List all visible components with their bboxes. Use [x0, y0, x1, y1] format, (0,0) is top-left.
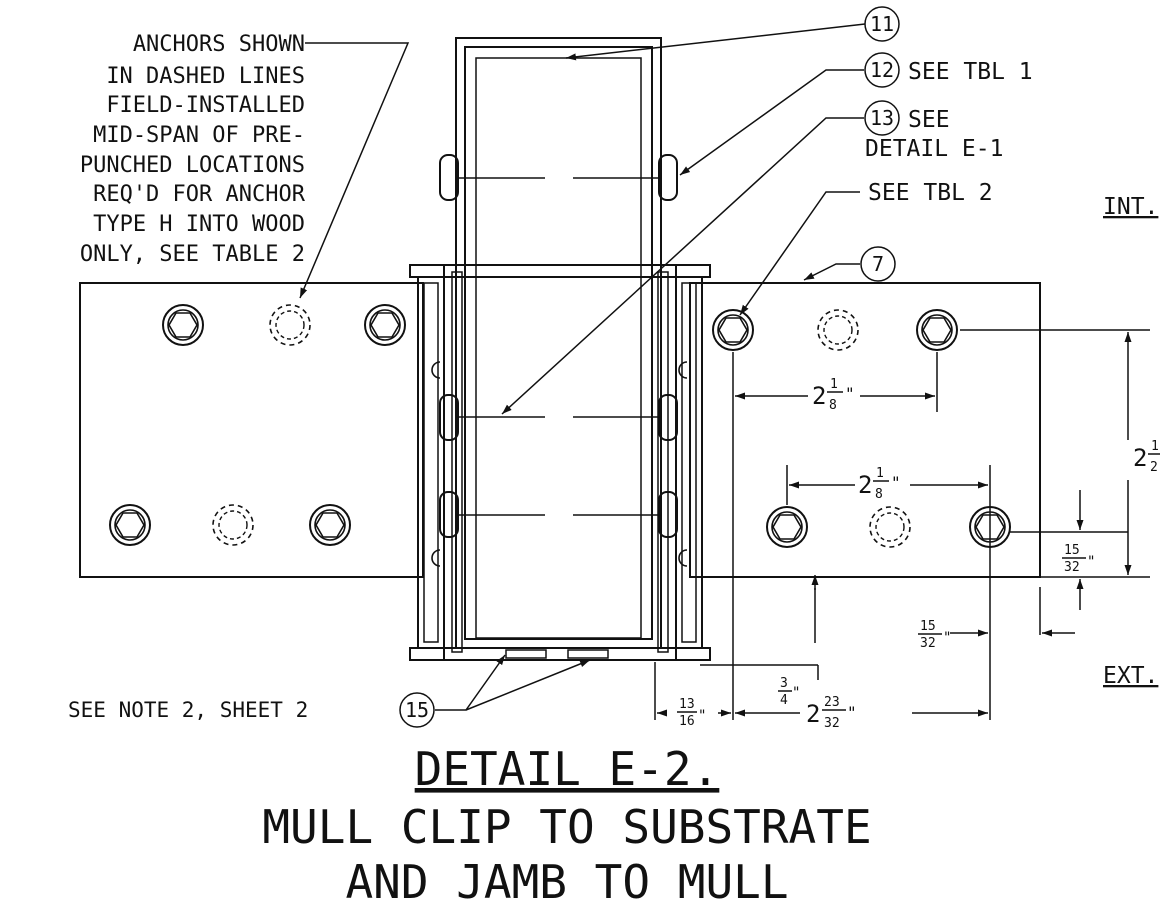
svg-text:": " — [847, 703, 857, 722]
dim-thirteen-sixteenths: 13 16 " — [677, 697, 706, 729]
svg-text:32: 32 — [1064, 560, 1080, 575]
svg-text:7: 7 — [872, 252, 884, 276]
svg-text:DETAIL E-2.: DETAIL E-2. — [415, 742, 720, 796]
int-label: INT. — [1103, 194, 1158, 220]
svg-text:FIELD-INSTALLED: FIELD-INSTALLED — [106, 93, 305, 118]
anchors-note: ANCHORS SHOWN IN DASHED LINES FIELD-INST… — [80, 32, 306, 267]
svg-text:ONLY, SEE TABLE 2: ONLY, SEE TABLE 2 — [80, 242, 305, 267]
svg-text:3: 3 — [780, 676, 788, 691]
svg-text:SEE TBL 2: SEE TBL 2 — [868, 180, 993, 206]
svg-text:MID-SPAN OF PRE-: MID-SPAN OF PRE- — [93, 123, 305, 148]
dim-three-quarter: 3 4 " — [778, 676, 800, 708]
svg-text:": " — [792, 685, 800, 701]
svg-text:SEE: SEE — [908, 107, 950, 133]
detail-title: DETAIL E-2. MULL CLIP TO SUBSTRATE AND J… — [262, 742, 871, 903]
leader-lines — [299, 23, 866, 711]
anchor-bolt-hex-icon — [364, 304, 406, 346]
see-note-2-label: SEE NOTE 2, SHEET 2 — [68, 698, 308, 722]
svg-text:23: 23 — [824, 695, 840, 710]
dim-lower-spacing: 2 1 8 " — [858, 466, 901, 502]
anchor-bolt-hex-icon — [766, 506, 808, 548]
right-substrate-plate — [689, 282, 1041, 578]
callout-11: 11 — [864, 6, 900, 42]
anchor-bolt-hex-icon — [109, 504, 151, 546]
svg-text:2: 2 — [1150, 460, 1158, 475]
anchor-bolt-hex-icon — [162, 304, 204, 346]
svg-text:15: 15 — [920, 619, 936, 634]
svg-text:2: 2 — [812, 382, 826, 410]
callout-13: 13 SEE DETAIL E-1 — [864, 100, 1003, 162]
svg-text:MULL CLIP TO SUBSTRATE: MULL CLIP TO SUBSTRATE — [262, 800, 871, 854]
svg-text:DETAIL E-1: DETAIL E-1 — [865, 136, 1003, 162]
svg-text:1: 1 — [830, 377, 838, 392]
svg-text:1: 1 — [1151, 439, 1159, 454]
svg-text:REQ'D FOR ANCHOR: REQ'D FOR ANCHOR — [93, 182, 306, 207]
anchor-bolt-dashed-icon — [869, 506, 911, 548]
svg-text:PUNCHED LOCATIONS: PUNCHED LOCATIONS — [80, 153, 305, 178]
svg-text:": " — [943, 630, 951, 646]
dim-edge-bottom: 15 32 " — [1062, 543, 1095, 575]
anchor-bolt-dashed-icon — [269, 304, 311, 346]
svg-text:AND JAMB TO MULL: AND JAMB TO MULL — [345, 855, 788, 903]
dim-upper-spacing: 2 1 8 " — [812, 377, 855, 413]
dim-overall: 2 23 32 " — [806, 695, 857, 731]
anchor-bolt-dashed-icon — [817, 309, 859, 351]
svg-text:ANCHORS SHOWN: ANCHORS SHOWN — [133, 32, 305, 57]
svg-text:15: 15 — [1064, 543, 1080, 558]
anchor-bolt-hex-icon — [712, 309, 754, 351]
dim-height: 2 1 2 — [1133, 439, 1160, 475]
svg-text:16: 16 — [679, 714, 695, 729]
svg-text:SEE TBL 1: SEE TBL 1 — [908, 59, 1033, 85]
callout-see-tbl-2: SEE TBL 2 — [868, 180, 993, 206]
svg-text:IN DASHED LINES: IN DASHED LINES — [106, 64, 305, 89]
callout-12: 12 SEE TBL 1 — [864, 52, 1033, 88]
svg-text:11: 11 — [870, 12, 894, 36]
ext-label: EXT. — [1103, 663, 1158, 689]
svg-text:": " — [891, 473, 901, 492]
mull-assembly — [409, 37, 711, 661]
svg-text:2: 2 — [1133, 444, 1147, 472]
svg-text:13: 13 — [870, 106, 894, 130]
svg-text:2: 2 — [858, 471, 872, 499]
anchor-bolt-dashed-icon — [212, 504, 254, 546]
dim-edge-right: 15 32 " — [918, 619, 951, 651]
svg-text:32: 32 — [920, 636, 936, 651]
svg-text:12: 12 — [870, 58, 894, 82]
svg-text:4: 4 — [780, 693, 788, 708]
svg-text:1: 1 — [876, 466, 884, 481]
dimension-lines — [654, 329, 1150, 720]
anchor-bolt-hex-icon — [309, 504, 351, 546]
svg-text:8: 8 — [875, 487, 883, 502]
svg-text:": " — [698, 708, 706, 724]
svg-text:13: 13 — [679, 697, 695, 712]
callout-7: 7 — [860, 246, 896, 282]
svg-text:2: 2 — [806, 700, 820, 728]
svg-text:": " — [1087, 554, 1095, 570]
anchor-bolt-hex-icon — [916, 309, 958, 351]
svg-text:": " — [845, 384, 855, 403]
svg-text:8: 8 — [829, 398, 837, 413]
svg-text:32: 32 — [824, 716, 840, 731]
callout-15: 15 — [399, 692, 435, 728]
left-substrate-plate — [79, 282, 424, 578]
svg-text:TYPE H INTO WOOD: TYPE H INTO WOOD — [93, 212, 305, 237]
svg-text:15: 15 — [405, 698, 429, 722]
